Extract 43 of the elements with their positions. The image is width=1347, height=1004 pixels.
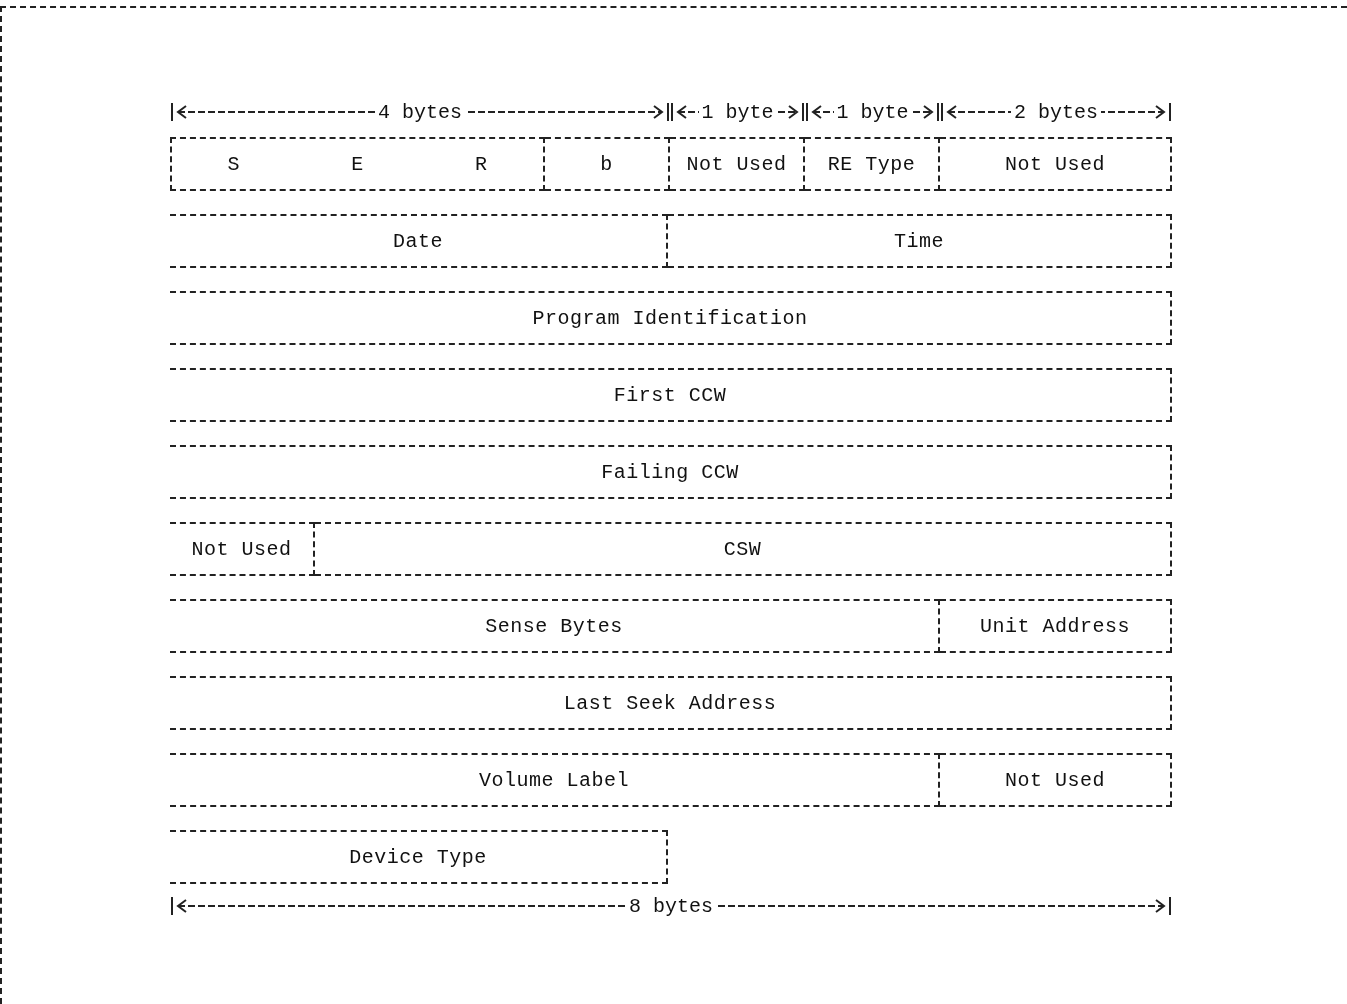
field-label: Not Used bbox=[1005, 768, 1105, 792]
record-field bbox=[170, 830, 668, 884]
field-label: Program Identification bbox=[532, 306, 808, 330]
field-label: Failing CCW bbox=[601, 460, 739, 484]
record-field bbox=[170, 137, 545, 191]
record-field bbox=[545, 137, 670, 191]
field-label: Last Seek Address bbox=[563, 691, 777, 715]
field-label: R bbox=[474, 152, 488, 176]
field-label: b bbox=[600, 152, 613, 176]
field-label: Sense Bytes bbox=[485, 614, 623, 638]
dimension-label: 2 bytes bbox=[1011, 100, 1101, 124]
dimension-label: 1 byte bbox=[698, 100, 777, 124]
record-field bbox=[170, 214, 668, 268]
field-label: Device Type bbox=[349, 845, 487, 869]
record-field bbox=[170, 445, 1172, 499]
record-field bbox=[940, 137, 1172, 191]
record-field bbox=[670, 137, 805, 191]
field-label: S bbox=[227, 152, 241, 176]
field-label: Not Used bbox=[686, 152, 787, 176]
record-field bbox=[170, 599, 940, 653]
field-label: Not Used bbox=[1005, 152, 1105, 176]
field-label: Time bbox=[894, 229, 944, 253]
field-label: Volume Label bbox=[479, 768, 629, 792]
field-label: First CCW bbox=[613, 383, 727, 407]
dimension-label: 4 bytes bbox=[375, 100, 465, 124]
field-label: Not Used bbox=[191, 537, 292, 561]
record-field bbox=[170, 753, 940, 807]
record-field bbox=[940, 753, 1172, 807]
field-label: RE Type bbox=[827, 152, 916, 176]
field-label: Date bbox=[393, 229, 443, 253]
record-field bbox=[315, 522, 1172, 576]
record-field bbox=[668, 214, 1172, 268]
record-field bbox=[940, 599, 1172, 653]
record-field bbox=[170, 291, 1172, 345]
field-label: CSW bbox=[723, 537, 762, 561]
dimension-label: 1 byte bbox=[833, 100, 912, 124]
field-label: Unit Address bbox=[980, 614, 1130, 638]
record-field bbox=[170, 522, 315, 576]
field-label: E bbox=[351, 152, 364, 176]
record-field bbox=[170, 368, 1172, 422]
record-field bbox=[170, 676, 1172, 730]
record-field bbox=[805, 137, 940, 191]
dimension-label: 8 bytes bbox=[626, 894, 716, 918]
